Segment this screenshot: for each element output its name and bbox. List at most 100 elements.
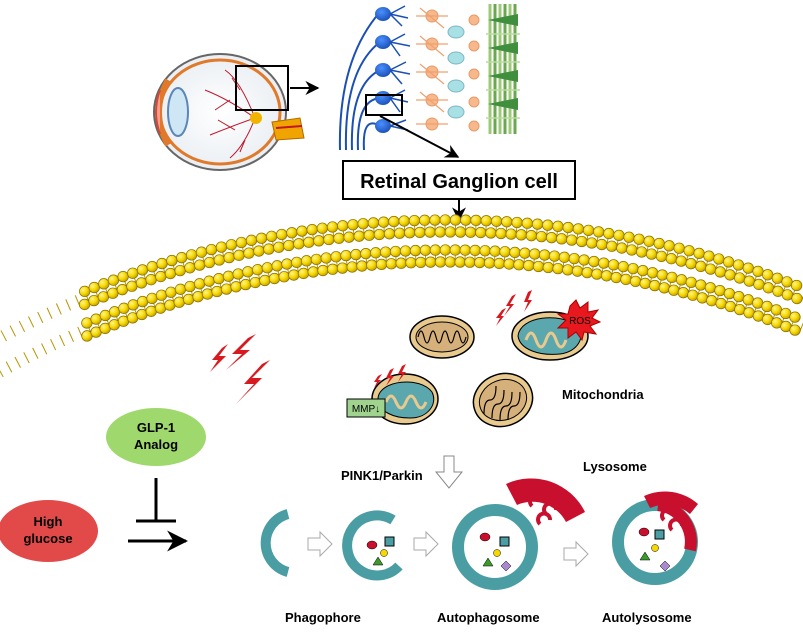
- phospholipid-head: [543, 262, 554, 273]
- phospholipid-head: [175, 265, 186, 276]
- phospholipid-head: [529, 249, 540, 260]
- phospholipid-head: [445, 257, 456, 268]
- phospholipid-head: [484, 258, 495, 269]
- phospholipid-head: [318, 265, 329, 276]
- phospholipid-head: [523, 260, 534, 271]
- phospholipid-head: [250, 277, 261, 288]
- phospholipid-head: [628, 263, 639, 274]
- phospholipid-head: [496, 228, 507, 239]
- phospholipid-head: [715, 285, 726, 296]
- phospholipid-head: [234, 250, 245, 261]
- phospholipid-head: [782, 277, 793, 288]
- phospholipid-head: [167, 255, 178, 266]
- phospholipid-head: [99, 279, 110, 290]
- inhibition-symbol: [136, 478, 176, 521]
- phospholipid-head: [291, 257, 302, 268]
- lipid-tail: [56, 304, 61, 315]
- phospholipid-head: [361, 248, 372, 259]
- phospholipid-head: [604, 228, 615, 239]
- phospholipid-head: [394, 228, 405, 239]
- phospholipid-head: [420, 245, 431, 256]
- phospholipid-head: [706, 295, 717, 306]
- phospholipid-head: [659, 283, 670, 294]
- phospholipid-head: [782, 290, 793, 301]
- phospholipid-head: [216, 242, 227, 253]
- phospholipid-head: [341, 250, 352, 261]
- phospholipid-head: [380, 247, 391, 258]
- phospholipid-head: [221, 284, 232, 295]
- phospholipid-head: [337, 220, 348, 231]
- phospholipid-head: [156, 290, 167, 301]
- phospholipid-head: [686, 277, 697, 288]
- phospholipid-head: [533, 261, 544, 272]
- lysosome-label: Lysosome: [583, 459, 647, 474]
- phospholipid-head: [440, 245, 451, 256]
- phospholipid-head: [582, 267, 593, 278]
- phospholipid-head: [79, 299, 90, 310]
- phospholipid-head: [725, 270, 736, 281]
- phospholipid-head: [792, 293, 803, 304]
- phospholipid-head: [366, 260, 377, 271]
- phospholipid-head: [556, 234, 567, 245]
- phospholipid-head: [276, 229, 287, 240]
- phospholipid-head: [674, 243, 685, 254]
- phospholipid-head: [647, 267, 658, 278]
- phospholipid-head: [185, 281, 196, 292]
- phospholipid-head: [256, 233, 267, 244]
- phospholipid-head: [684, 245, 695, 256]
- phospholipid-head: [233, 269, 244, 280]
- glp1-line2: Analog: [134, 437, 178, 452]
- phospholipid-head: [146, 274, 157, 285]
- phospholipid-head: [549, 251, 560, 262]
- pink1-parkin-label: PINK1/Parkin: [341, 468, 423, 483]
- phospholipid-head: [311, 254, 322, 265]
- phospholipid-head: [347, 262, 358, 273]
- phospholipid-head: [696, 261, 707, 272]
- phospholipid-head: [762, 269, 773, 280]
- phospholipid-head: [193, 291, 204, 302]
- mitochondrion-ros-damaged: ROS: [496, 290, 600, 360]
- phospholipid-head: [206, 244, 217, 255]
- phospholipid-head: [157, 258, 168, 269]
- phospholipid-head: [512, 217, 523, 228]
- phospholipid-head: [389, 216, 400, 227]
- phospholipid-head: [697, 293, 708, 304]
- phospholipid-head: [314, 236, 325, 247]
- phospholipid-head: [440, 215, 451, 226]
- glp1-line1: GLP-1: [137, 420, 175, 435]
- phospholipid-head: [579, 255, 590, 266]
- phospholipid-head: [279, 271, 290, 282]
- phospholipid-head: [376, 259, 387, 270]
- phospholipid-head: [283, 240, 294, 251]
- phospholipid-head: [272, 261, 283, 272]
- lipid-tail: [10, 326, 15, 337]
- phospholipid-head: [455, 257, 466, 268]
- phospholipid-head: [583, 225, 594, 236]
- phospholipid-head: [301, 256, 312, 267]
- phospholipid-head: [378, 217, 389, 228]
- phospholipid-head: [646, 249, 657, 260]
- phospholipid-head: [404, 227, 415, 238]
- phospholipid-head: [240, 279, 251, 290]
- phospholipid-head: [666, 253, 677, 264]
- phospholipid-head: [520, 248, 531, 259]
- phospholipid-head: [185, 263, 196, 274]
- phospholipid-head: [435, 257, 446, 268]
- phospholipid-head: [399, 216, 410, 227]
- phospholipid-head: [716, 298, 727, 309]
- phospholipid-head: [89, 282, 100, 293]
- phospholipid-head: [592, 269, 603, 280]
- phospholipid-head: [791, 280, 802, 291]
- phospholipid-head: [108, 275, 119, 286]
- phospholipid-head: [410, 245, 421, 256]
- phospholipid-head: [725, 301, 736, 312]
- phospholipid-head: [127, 281, 138, 292]
- phospholipid-head: [481, 215, 492, 226]
- retinal-ganglion-title-box: Retinal Ganglion cell: [343, 161, 575, 199]
- phospholipid-head: [714, 254, 725, 265]
- phospholipid-head: [396, 258, 407, 269]
- phospholipid-head: [89, 295, 100, 306]
- phospholipid-head: [430, 215, 441, 226]
- lipid-tail: [33, 348, 38, 359]
- phospholipid-head: [117, 284, 128, 295]
